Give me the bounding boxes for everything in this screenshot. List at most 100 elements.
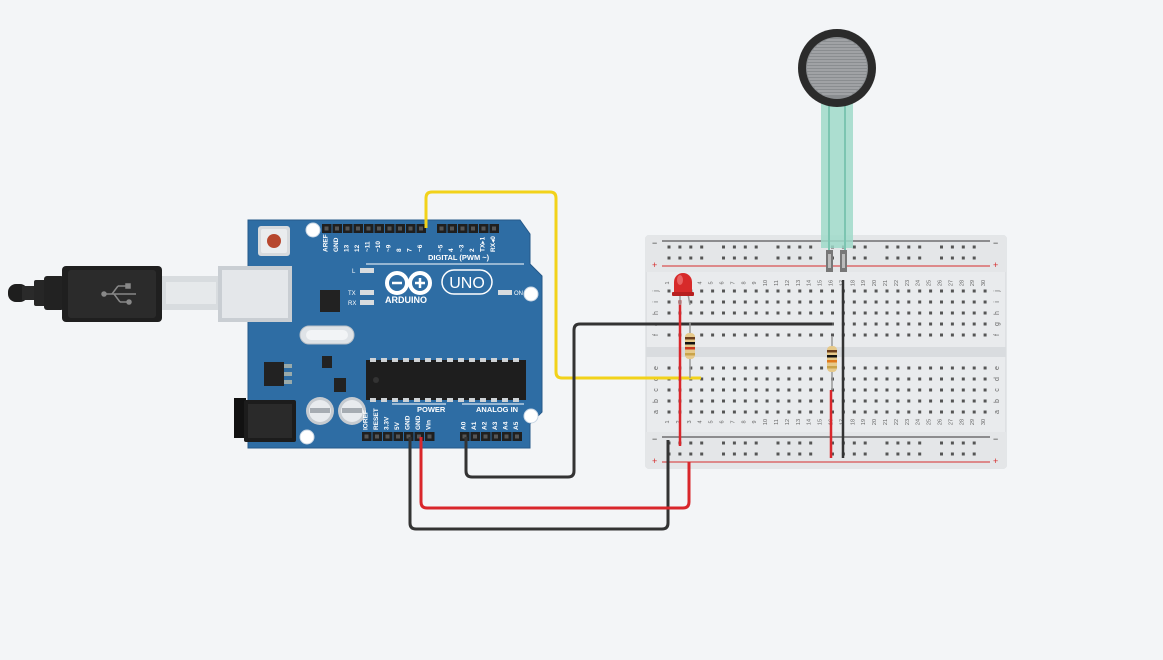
breadboard-hole[interactable] xyxy=(820,377,824,381)
breadboard-hole[interactable] xyxy=(722,377,725,381)
breadboard-hole[interactable] xyxy=(961,366,965,370)
breadboard-hole[interactable] xyxy=(972,333,976,337)
rail-hole[interactable] xyxy=(896,441,900,445)
breadboard-hole[interactable] xyxy=(754,289,758,293)
breadboard-hole[interactable] xyxy=(852,289,856,293)
breadboard-hole[interactable] xyxy=(798,399,802,403)
rail-hole[interactable] xyxy=(722,256,725,260)
breadboard-hole[interactable] xyxy=(961,388,965,392)
breadboard-hole[interactable] xyxy=(776,399,780,403)
breadboard-hole[interactable] xyxy=(743,311,747,315)
breadboard-hole[interactable] xyxy=(809,311,813,315)
rail-hole[interactable] xyxy=(787,452,791,456)
breadboard-hole[interactable] xyxy=(918,333,922,337)
rail-hole[interactable] xyxy=(950,452,954,456)
breadboard-hole[interactable] xyxy=(776,333,780,337)
breadboard-hole[interactable] xyxy=(852,311,856,315)
breadboard-hole[interactable] xyxy=(950,377,954,381)
breadboard-hole[interactable] xyxy=(798,300,802,304)
breadboard-hole[interactable] xyxy=(754,410,758,414)
breadboard-hole[interactable] xyxy=(874,289,878,293)
breadboard-hole[interactable] xyxy=(972,322,976,326)
rail-hole[interactable] xyxy=(700,245,704,249)
breadboard-hole[interactable] xyxy=(983,322,987,326)
rail-hole[interactable] xyxy=(940,441,943,445)
breadboard-hole[interactable] xyxy=(896,311,900,315)
rail-hole[interactable] xyxy=(754,441,758,445)
breadboard-hole[interactable] xyxy=(874,388,878,392)
breadboard-hole[interactable] xyxy=(907,366,911,370)
breadboard-hole[interactable] xyxy=(863,333,867,337)
breadboard-hole[interactable] xyxy=(776,366,780,370)
breadboard-hole[interactable] xyxy=(907,410,911,414)
breadboard-hole[interactable] xyxy=(983,289,987,293)
rail-hole[interactable] xyxy=(907,256,911,260)
breadboard-hole[interactable] xyxy=(907,322,911,326)
rail-hole[interactable] xyxy=(809,441,813,445)
breadboard-hole[interactable] xyxy=(929,311,933,315)
breadboard-hole[interactable] xyxy=(809,366,813,370)
breadboard-hole[interactable] xyxy=(798,311,802,315)
rail-hole[interactable] xyxy=(700,256,704,260)
rail-hole[interactable] xyxy=(863,452,867,456)
rail-hole[interactable] xyxy=(950,256,954,260)
breadboard-hole[interactable] xyxy=(798,333,802,337)
breadboard-hole[interactable] xyxy=(929,377,933,381)
breadboard-hole[interactable] xyxy=(820,311,824,315)
usb-cable[interactable] xyxy=(8,266,220,322)
breadboard-hole[interactable] xyxy=(896,377,900,381)
rail-hole[interactable] xyxy=(972,441,976,445)
breadboard-hole[interactable] xyxy=(863,322,867,326)
rail-hole[interactable] xyxy=(667,256,671,260)
rail-hole[interactable] xyxy=(950,245,954,249)
rail-hole[interactable] xyxy=(918,256,922,260)
rail-hole[interactable] xyxy=(852,256,856,260)
breadboard-hole[interactable] xyxy=(983,377,987,381)
breadboard-hole[interactable] xyxy=(798,410,802,414)
rail-hole[interactable] xyxy=(722,245,725,249)
breadboard-hole[interactable] xyxy=(787,377,791,381)
breadboard-hole[interactable] xyxy=(765,377,769,381)
breadboard-hole[interactable] xyxy=(765,300,769,304)
rail-hole[interactable] xyxy=(907,441,911,445)
breadboard-hole[interactable] xyxy=(961,399,965,403)
breadboard-hole[interactable] xyxy=(722,333,725,337)
breadboard-hole[interactable] xyxy=(743,289,747,293)
breadboard-hole[interactable] xyxy=(820,399,824,403)
breadboard-hole[interactable] xyxy=(983,399,987,403)
breadboard-hole[interactable] xyxy=(820,289,824,293)
rail-hole[interactable] xyxy=(863,245,867,249)
breadboard-hole[interactable] xyxy=(961,322,965,326)
breadboard-hole[interactable] xyxy=(918,289,922,293)
rail-hole[interactable] xyxy=(961,256,965,260)
breadboard-hole[interactable] xyxy=(874,333,878,337)
breadboard-hole[interactable] xyxy=(885,388,889,392)
breadboard-hole[interactable] xyxy=(863,410,867,414)
rail-hole[interactable] xyxy=(776,452,780,456)
rail-hole[interactable] xyxy=(885,245,889,249)
breadboard-hole[interactable] xyxy=(929,333,933,337)
breadboard-hole[interactable] xyxy=(961,311,965,315)
breadboard-hole[interactable] xyxy=(776,388,780,392)
breadboard-hole[interactable] xyxy=(787,366,791,370)
breadboard-hole[interactable] xyxy=(983,388,987,392)
breadboard-hole[interactable] xyxy=(885,377,889,381)
breadboard-hole[interactable] xyxy=(874,311,878,315)
rail-hole[interactable] xyxy=(798,256,802,260)
breadboard-hole[interactable] xyxy=(711,333,715,337)
rail-hole[interactable] xyxy=(722,452,725,456)
breadboard-hole[interactable] xyxy=(918,300,922,304)
breadboard-hole[interactable] xyxy=(667,388,671,392)
breadboard-hole[interactable] xyxy=(809,300,813,304)
breadboard-hole[interactable] xyxy=(874,366,878,370)
breadboard-hole[interactable] xyxy=(700,410,704,414)
breadboard-hole[interactable] xyxy=(722,311,725,315)
breadboard-hole[interactable] xyxy=(940,289,943,293)
breadboard-hole[interactable] xyxy=(689,366,693,370)
breadboard-hole[interactable] xyxy=(907,311,911,315)
breadboard-hole[interactable] xyxy=(754,388,758,392)
wire-red-5v[interactable] xyxy=(419,437,691,510)
rail-hole[interactable] xyxy=(787,245,791,249)
rail-hole[interactable] xyxy=(732,441,736,445)
